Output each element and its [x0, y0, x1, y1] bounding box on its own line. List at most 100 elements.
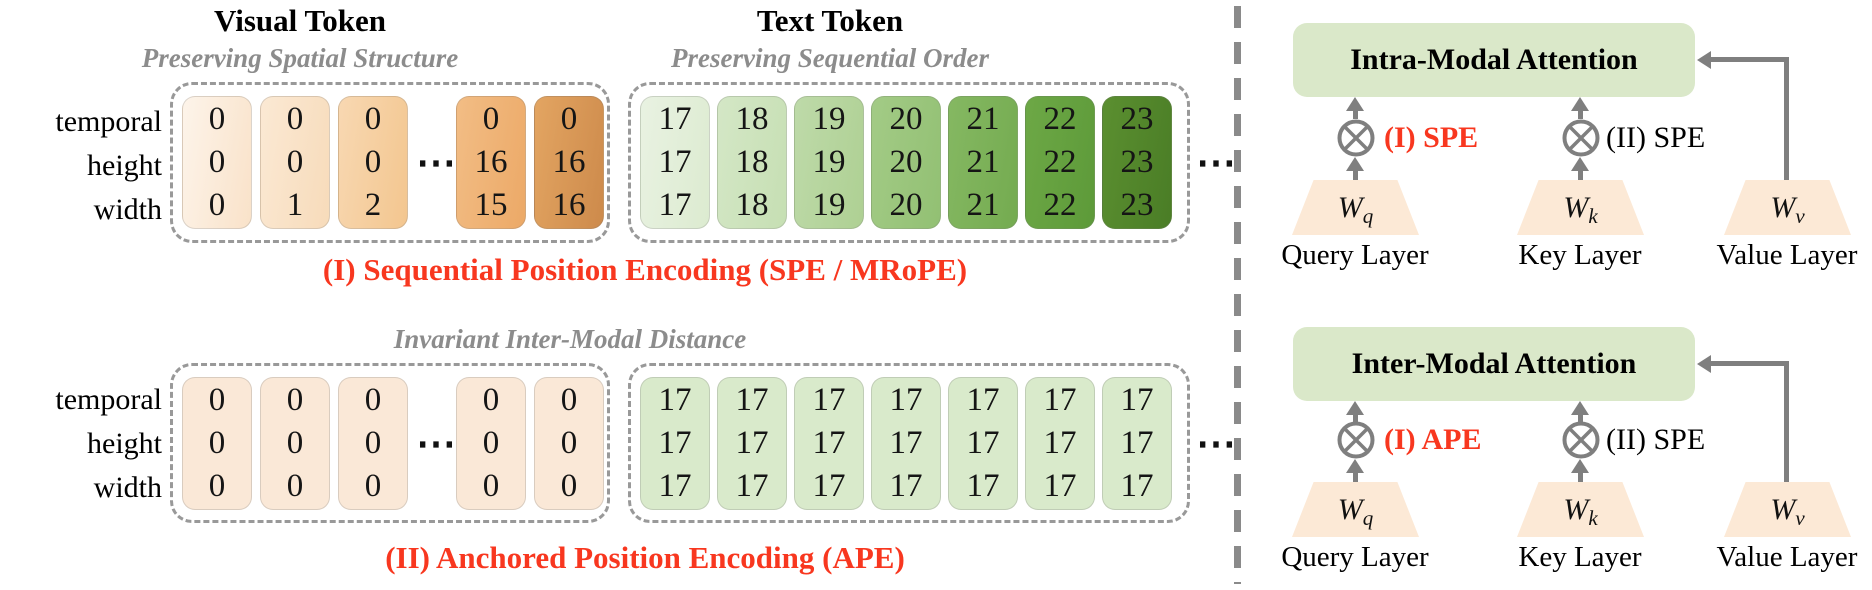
token-value: 0: [208, 381, 226, 418]
token-value: 0: [208, 424, 226, 461]
weight-label: Wk: [1563, 190, 1598, 228]
token-value: 0: [208, 187, 226, 223]
value-arrow-line: [1784, 361, 1789, 482]
multiply-circle-icon: [1562, 119, 1600, 157]
token-value: 17: [735, 424, 769, 461]
token-value: 0: [482, 424, 500, 461]
arrow-up-icon: [1346, 157, 1364, 171]
multiply-circle-icon: [1337, 119, 1375, 157]
token-value: 18: [735, 101, 769, 137]
token-value: 17: [812, 381, 846, 418]
token-value: 2: [364, 187, 382, 223]
ape-sequence-ellipsis: ⋯: [1196, 420, 1236, 466]
key-weight-trapezoid: Wk: [1517, 180, 1644, 235]
token-cell: 0 0 0: [456, 376, 526, 510]
token-value: 17: [1043, 381, 1077, 418]
token-value: 17: [1120, 467, 1154, 504]
token-value: 22: [1043, 144, 1077, 180]
visual-token-title: Visual Token: [213, 3, 387, 38]
token-value: 0: [364, 467, 382, 504]
token-value: 0: [482, 381, 500, 418]
token-value: 18: [735, 144, 769, 180]
token-value: 16: [552, 187, 586, 223]
token-value: 20: [889, 187, 923, 223]
token-value: 0: [560, 424, 578, 461]
token-value: 17: [658, 144, 692, 180]
token-value: 0: [208, 101, 226, 137]
arrow-line: [1352, 110, 1358, 119]
row-label-width: width: [93, 193, 162, 226]
arrow-up-icon: [1346, 459, 1364, 473]
token-value: 17: [658, 187, 692, 223]
row-labels-top: temporal height width: [0, 100, 162, 232]
token-value: 17: [1043, 467, 1077, 504]
token-cell: 20 20 20: [871, 96, 941, 229]
token-value: 0: [286, 381, 304, 418]
token-value: 0: [482, 467, 500, 504]
weight-label: Wv: [1770, 190, 1805, 228]
value-weight-trapezoid: Wv: [1724, 180, 1851, 235]
row-label-temporal: temporal: [55, 383, 162, 416]
intra-modal-attention-box: Intra-Modal Attention: [1293, 23, 1695, 97]
row-label-height: height: [87, 427, 162, 460]
intra-modal-attention-title: Intra-Modal Attention: [1350, 43, 1638, 76]
token-value: 17: [889, 467, 923, 504]
token-value: 19: [812, 187, 846, 223]
token-cell: 0 0 0: [182, 96, 252, 229]
row-label-height: height: [87, 149, 162, 182]
intra-key-op-label: (II) SPE: [1606, 121, 1706, 154]
token-value: 0: [286, 101, 304, 137]
multiply-circle-icon: [1562, 421, 1600, 459]
value-arrow-line: [1709, 361, 1789, 366]
arrow-line: [1577, 472, 1583, 482]
value-arrow-line: [1709, 57, 1789, 62]
value-weight-trapezoid: Wv: [1724, 482, 1851, 537]
token-value: 17: [966, 381, 1000, 418]
spe-caption: (I) Sequential Position Encoding (SPE / …: [322, 252, 968, 287]
token-value: 20: [889, 101, 923, 137]
arrow-up-icon: [1346, 401, 1364, 415]
arrow-up-icon: [1571, 401, 1589, 415]
token-value: 17: [889, 381, 923, 418]
token-value: 23: [1120, 187, 1154, 223]
token-value: 0: [286, 424, 304, 461]
token-cell: 0 0 0: [260, 376, 330, 510]
token-value: 23: [1120, 144, 1154, 180]
section-divider-dashed: [1234, 6, 1241, 584]
arrow-line: [1352, 414, 1358, 422]
token-value: 17: [735, 467, 769, 504]
token-value: 21: [966, 144, 1000, 180]
token-value: 0: [364, 381, 382, 418]
token-value: 0: [286, 467, 304, 504]
token-value: 0: [208, 144, 226, 180]
token-value: 21: [966, 101, 1000, 137]
spe-sequence-ellipsis: ⋯: [1196, 140, 1236, 185]
token-value: 17: [966, 467, 1000, 504]
token-value: 17: [812, 467, 846, 504]
key-weight-trapezoid: Wk: [1517, 482, 1644, 537]
token-value: 0: [560, 381, 578, 418]
token-value: 17: [658, 424, 692, 461]
token-value: 20: [889, 144, 923, 180]
query-layer-label: Query Layer: [1281, 541, 1429, 573]
token-value: 17: [812, 424, 846, 461]
arrow-up-icon: [1346, 97, 1364, 111]
arrow-line: [1352, 472, 1358, 482]
key-layer-label: Key Layer: [1518, 541, 1642, 573]
